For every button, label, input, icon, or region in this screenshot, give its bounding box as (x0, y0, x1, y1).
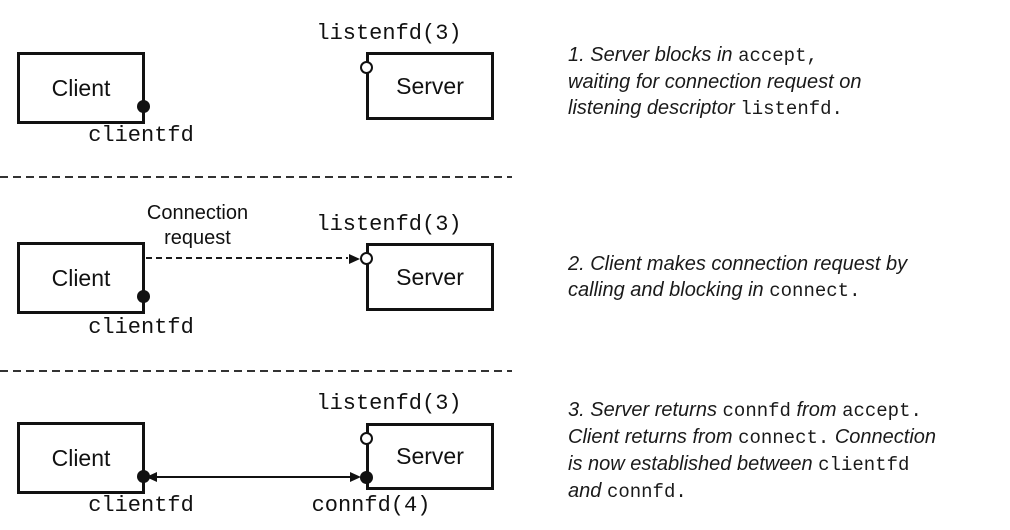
panel-divider (0, 370, 512, 372)
connection-request-label-line2: request (164, 227, 231, 249)
clientfd-label: clientfd (88, 493, 194, 518)
server-box-label: Server (396, 263, 464, 290)
clientfd-label: clientfd (88, 123, 194, 148)
client-box: Client (17, 422, 145, 494)
established-connection-arrowhead-left (146, 472, 157, 482)
client-box-label: Client (51, 264, 111, 291)
listenfd-port-circle (360, 432, 373, 445)
panel-divider (0, 176, 512, 178)
clientfd-port-dot (137, 100, 150, 113)
listenfd-label: listenfd(3) (316, 391, 462, 416)
listenfd-label: listenfd(3) (316, 21, 462, 46)
connection-request-arrowhead (349, 254, 360, 264)
client-box-label: Client (51, 74, 111, 101)
established-connection-arrowhead-right (350, 472, 361, 482)
clientfd-port-dot (137, 290, 150, 303)
server-box-label: Server (396, 443, 464, 469)
step-3-caption: 3. Server returns connfd from accept.Cli… (568, 399, 937, 503)
listenfd-port-circle (360, 252, 373, 265)
clientfd-port-dot (137, 470, 150, 483)
step-1-caption: 1. Server blocks in accept,waiting for c… (568, 44, 862, 120)
server-box: Server (366, 52, 494, 120)
connfd-port-dot (360, 471, 373, 484)
server-box: Server (366, 243, 494, 311)
connection-request-label: Connection request (125, 201, 270, 251)
listenfd-port-circle (360, 61, 373, 74)
connfd-label: connfd(4) (311, 493, 431, 518)
established-connection-arrow (152, 476, 358, 478)
server-box: Server (366, 423, 494, 490)
listenfd-label: listenfd(3) (316, 212, 462, 237)
client-box-label: Client (51, 444, 111, 471)
client-box: Client (17, 242, 145, 314)
client-box: Client (17, 52, 145, 124)
connection-request-label-line1: Connection (146, 202, 249, 224)
server-box-label: Server (396, 72, 464, 99)
clientfd-label: clientfd (88, 315, 194, 340)
connection-request-arrow (146, 257, 348, 259)
